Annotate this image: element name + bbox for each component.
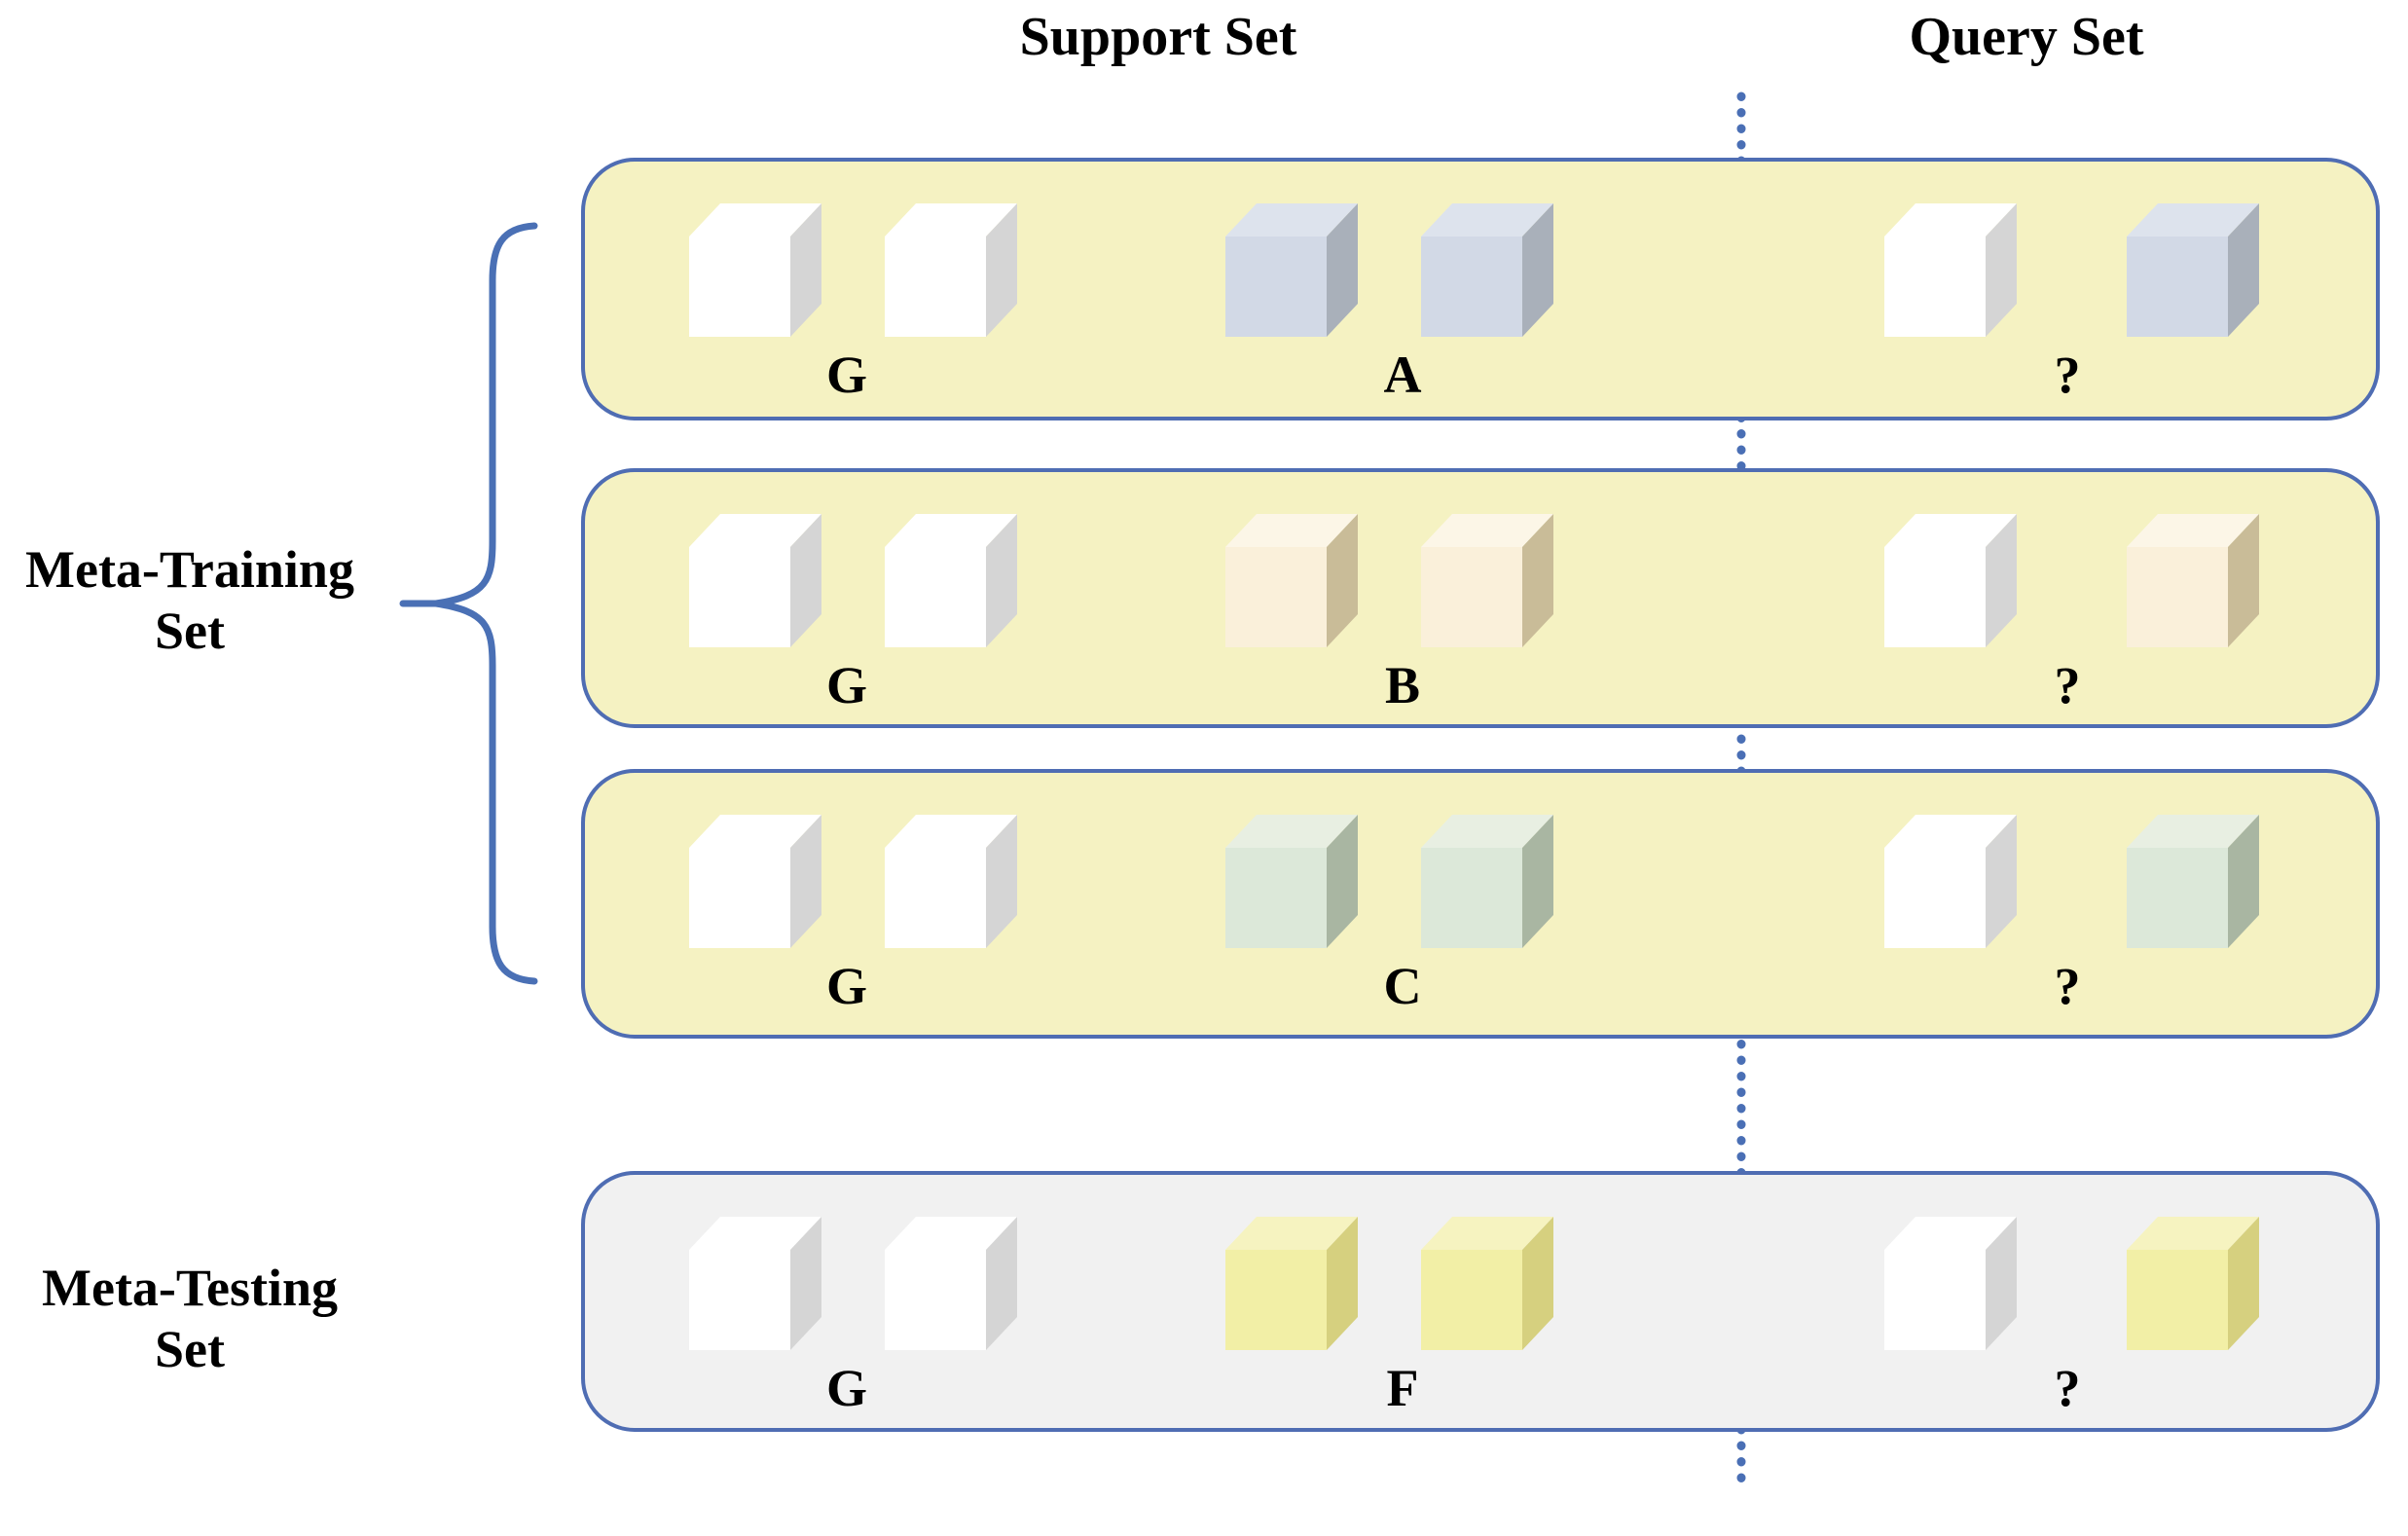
support-white-cube-2-icon [882,1214,1020,1353]
support-white-class-letter: G [825,346,868,404]
query-white-cube-icon [1881,201,2020,340]
support-white-cube-2-icon [882,201,1020,340]
query-set-title: Query Set [1909,7,2144,67]
support-class-cube-2-icon [1418,511,1556,650]
meta-testing-set-label: Meta-Testing Set [0,1258,380,1379]
meta-testing-line1: Meta-Testing [42,1259,338,1317]
query-white-cube-icon [1881,812,2020,951]
query-white-cube-icon [1881,1214,2020,1353]
query-question-mark: ? [2054,346,2081,404]
support-class-cube-1-icon [1222,812,1361,951]
support-class-letter: B [1384,656,1421,714]
meta-training-line1: Meta-Training [25,540,354,599]
support-white-cube-1-icon [686,201,824,340]
meta-testing-line2: Set [155,1319,225,1378]
query-class-cube-icon [2124,1214,2262,1353]
support-class-cube-2-icon [1418,812,1556,951]
support-set-title: Support Set [1019,7,1297,67]
query-question-mark: ? [2054,1359,2081,1417]
query-white-cube-icon [1881,511,2020,650]
support-class-letter: F [1386,1359,1419,1417]
support-class-cube-2-icon [1418,201,1556,340]
support-class-letter: A [1383,346,1422,404]
query-question-mark: ? [2054,957,2081,1015]
episode-row-task-a: G A ? [581,158,2380,421]
query-question-mark: ? [2054,656,2081,714]
support-white-class-letter: G [825,656,868,714]
curly-brace-icon [399,222,538,985]
query-class-cube-icon [2124,201,2262,340]
meta-training-set-label: Meta-Training Set [0,539,380,661]
support-class-letter: C [1383,957,1422,1015]
support-class-cube-1-icon [1222,201,1361,340]
support-white-cube-1-icon [686,511,824,650]
support-white-class-letter: G [825,1359,868,1417]
support-white-cube-1-icon [686,812,824,951]
support-class-cube-1-icon [1222,1214,1361,1353]
support-white-cube-2-icon [882,812,1020,951]
query-class-cube-icon [2124,511,2262,650]
support-class-cube-1-icon [1222,511,1361,650]
meta-training-line2: Set [155,601,225,660]
support-white-cube-2-icon [882,511,1020,650]
support-white-class-letter: G [825,957,868,1015]
query-class-cube-icon [2124,812,2262,951]
episode-row-task-c: G C ? [581,769,2380,1039]
episode-row-task-b: G B ? [581,468,2380,728]
episode-row-task-f: G F ? [581,1171,2380,1432]
support-class-cube-2-icon [1418,1214,1556,1353]
support-white-cube-1-icon [686,1214,824,1353]
